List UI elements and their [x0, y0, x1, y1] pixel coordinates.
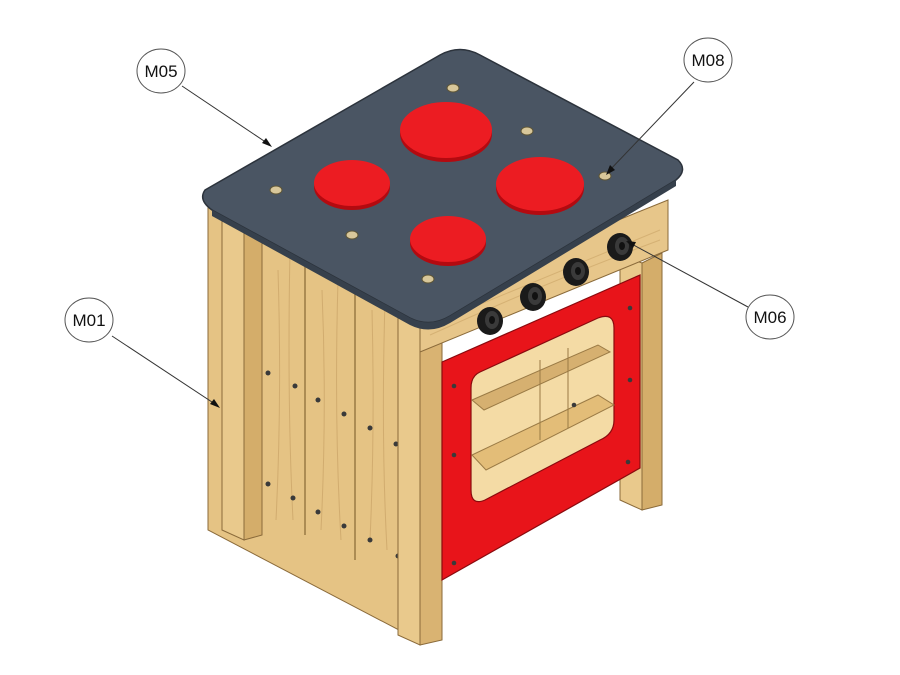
callout-m05: M05 — [136, 48, 272, 147]
callout-label-m05: M05 — [144, 62, 177, 81]
callout-label-m06: M06 — [753, 308, 786, 327]
cooktop — [201, 48, 684, 330]
callout-m06: M06 — [626, 241, 795, 340]
callout-m01: M01 — [64, 297, 220, 408]
knob-4 — [607, 233, 633, 261]
knob-2 — [520, 283, 546, 311]
callout-label-m08: M08 — [691, 51, 724, 70]
oven-door — [441, 274, 641, 582]
callout-label-m01: M01 — [72, 311, 105, 330]
burner-back — [400, 102, 492, 162]
burner-front — [410, 216, 486, 266]
oven-knobs — [477, 233, 633, 335]
knob-1 — [477, 307, 503, 335]
burner-left — [314, 160, 390, 210]
callout-m08: M08 — [606, 37, 733, 175]
knob-3 — [563, 258, 589, 286]
burner-right — [496, 157, 584, 215]
